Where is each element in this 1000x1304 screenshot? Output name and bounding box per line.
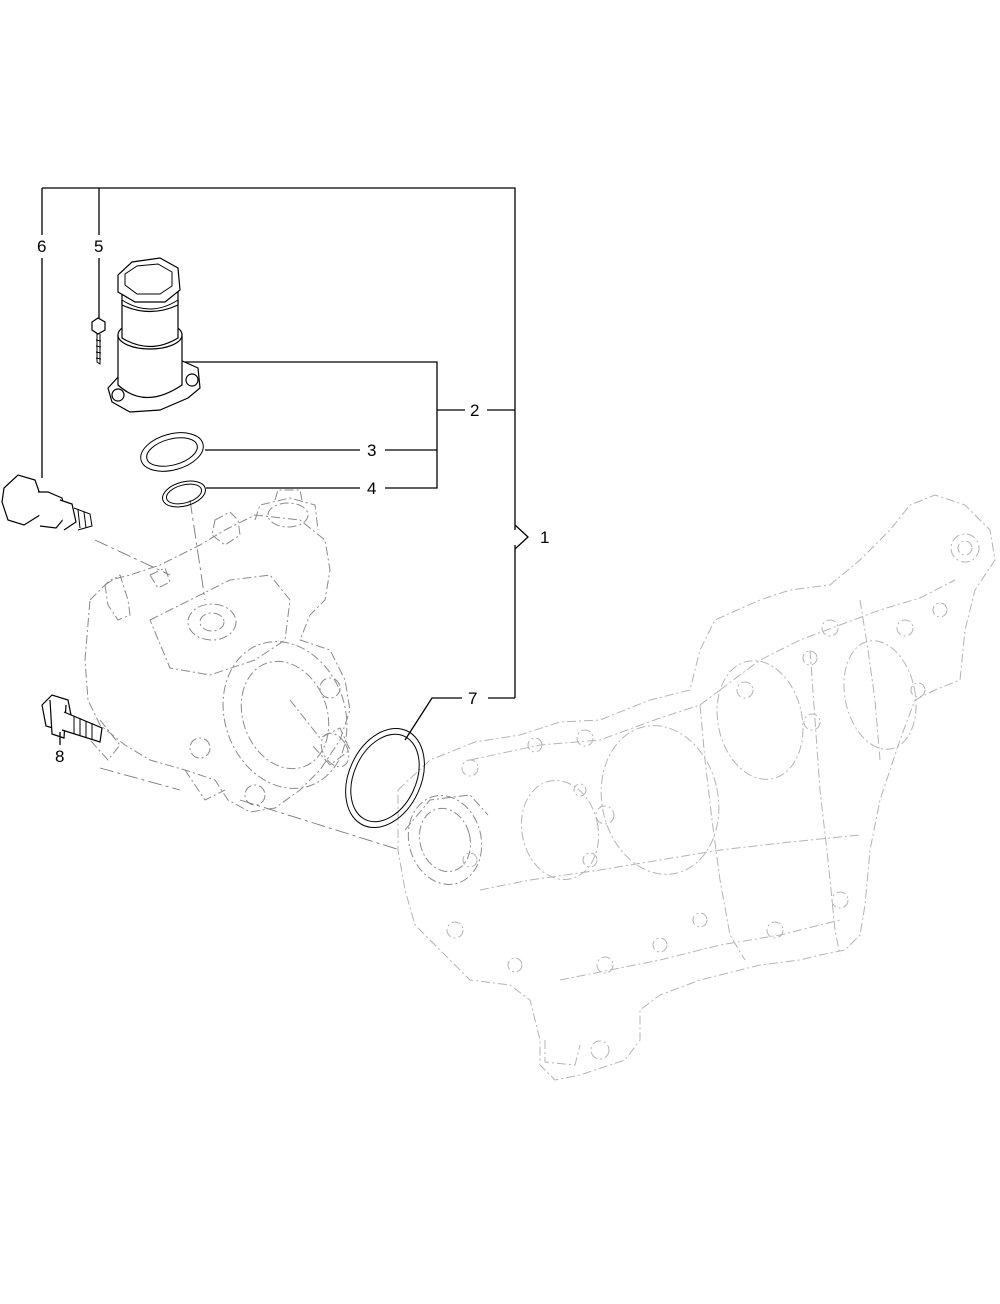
leader-lines bbox=[41, 187, 529, 745]
bolt-centerline bbox=[99, 767, 181, 791]
pump-seal-ring-part bbox=[345, 727, 425, 829]
valve-screw-part bbox=[91, 317, 106, 365]
callout-6: 6 bbox=[37, 237, 46, 256]
callout-4: 4 bbox=[367, 479, 376, 498]
callout-labels: 1 2 3 4 5 6 7 8 bbox=[37, 237, 549, 766]
valve-centerline bbox=[189, 499, 206, 601]
seal-centerline bbox=[239, 799, 401, 851]
callout-3: 3 bbox=[367, 441, 376, 460]
callout-7: 7 bbox=[468, 689, 477, 708]
large-o-ring-part bbox=[140, 432, 204, 472]
metering-valve-part bbox=[107, 257, 201, 413]
temperature-sensor-part bbox=[1, 474, 93, 531]
flange-bolt-part bbox=[41, 694, 103, 743]
engine-housing-phantom bbox=[397, 494, 996, 1081]
pump-body-phantom bbox=[84, 489, 351, 813]
callout-2-leader bbox=[185, 361, 438, 489]
callout-8: 8 bbox=[55, 747, 64, 766]
callout-1-bracket bbox=[514, 524, 529, 550]
callout-1: 1 bbox=[540, 528, 549, 547]
callout-7-leader bbox=[404, 697, 462, 741]
callout-5: 5 bbox=[94, 237, 103, 256]
sensor-centerline bbox=[94, 539, 171, 576]
callout-2: 2 bbox=[470, 401, 479, 420]
small-o-ring-part bbox=[162, 480, 206, 508]
group-1-frame-leader bbox=[42, 187, 516, 530]
